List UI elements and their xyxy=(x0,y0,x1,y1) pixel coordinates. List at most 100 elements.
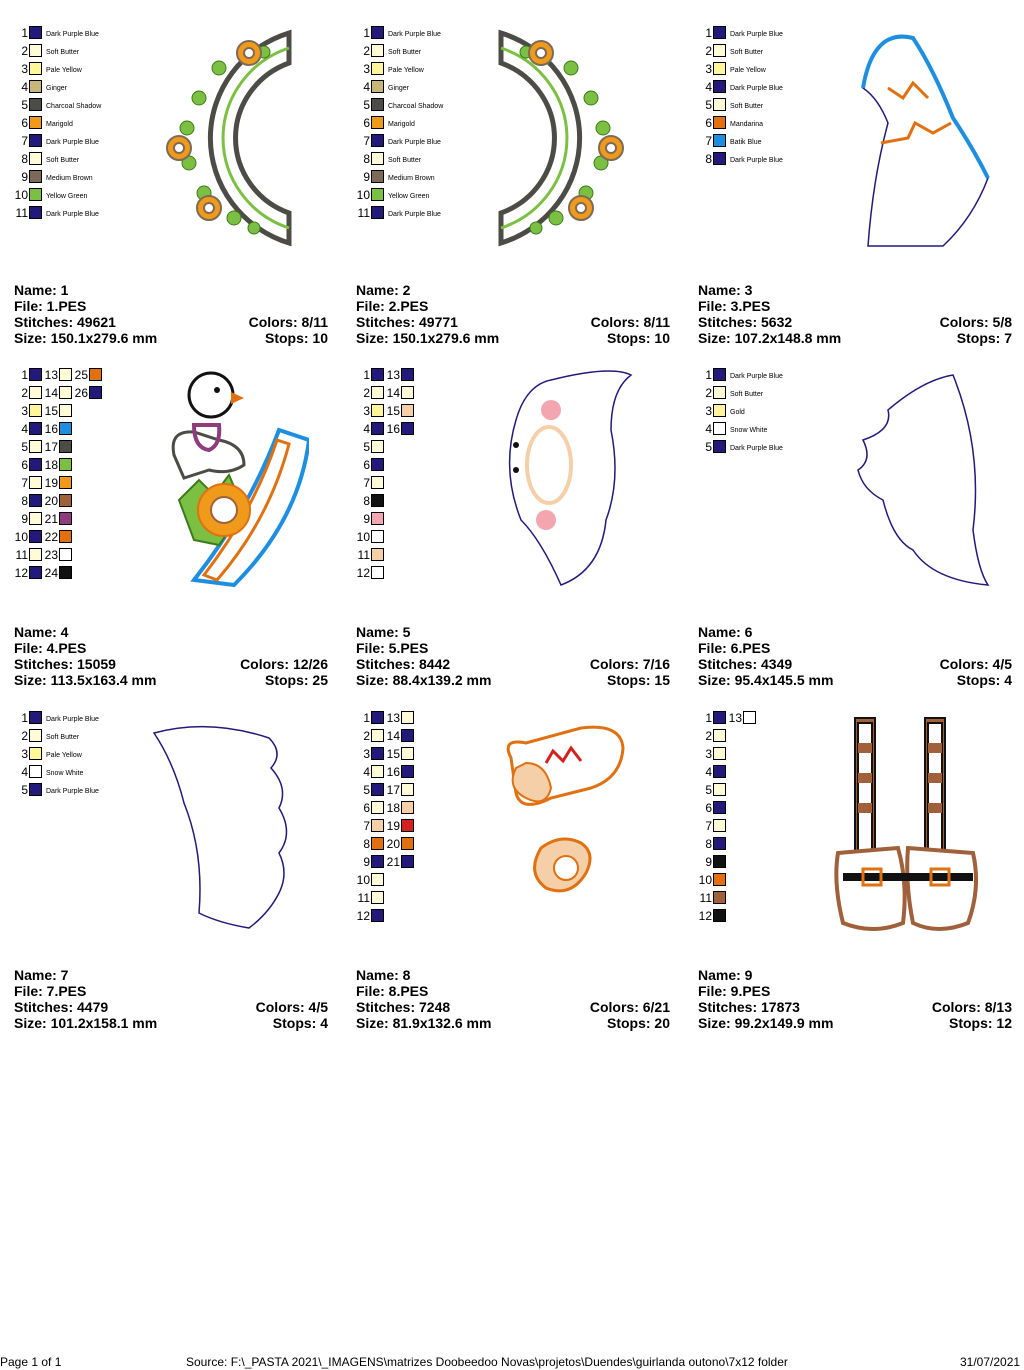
thread-number: 6 xyxy=(21,116,28,130)
design-preview-image xyxy=(149,28,299,253)
page-count: Page 1 of 1 xyxy=(0,1355,62,1369)
color-swatch xyxy=(59,494,72,507)
thread-number: 11 xyxy=(699,891,712,905)
thread-number: 8 xyxy=(21,494,28,508)
color-swatch xyxy=(59,386,72,399)
color-swatch xyxy=(713,765,726,778)
color-swatch xyxy=(29,458,42,471)
thread-entry: 10 xyxy=(356,873,384,887)
color-swatch xyxy=(29,188,42,201)
color-swatch xyxy=(371,783,384,796)
color-swatch xyxy=(371,873,384,886)
thread-number: 10 xyxy=(14,530,28,544)
color-swatch xyxy=(401,747,414,760)
color-swatch xyxy=(713,891,726,904)
thread-entry: 25 xyxy=(74,368,102,382)
thread-entry: 9 xyxy=(698,855,726,869)
color-swatch xyxy=(29,206,42,219)
design-name: Name: 8 xyxy=(356,967,411,983)
color-swatch xyxy=(371,80,384,93)
thread-entry: 20 xyxy=(386,837,414,851)
thread-entry: 4 xyxy=(14,422,42,436)
thread-entry: 1 xyxy=(356,711,384,725)
color-swatch xyxy=(743,711,756,724)
thread-name: Dark Purple Blue xyxy=(730,85,783,92)
design-name: Name: 5 xyxy=(356,624,411,640)
thread-name: Pale Yellow xyxy=(46,752,82,759)
thread-entry: 16 xyxy=(386,422,414,436)
color-swatch xyxy=(29,783,42,796)
thread-entry: 3 xyxy=(356,747,384,761)
thread-entry: 10 xyxy=(698,873,726,887)
thread-number: 2 xyxy=(705,44,712,58)
thread-entry: 10 xyxy=(14,530,42,544)
design-size: Size: 101.2x158.1 mm xyxy=(14,1015,158,1031)
thread-number: 4 xyxy=(363,80,370,94)
color-swatch xyxy=(713,819,726,832)
thread-number: 6 xyxy=(705,801,712,815)
design-file: File: 9.PES xyxy=(698,983,771,999)
color-swatch xyxy=(29,98,42,111)
thread-number: 8 xyxy=(363,837,370,851)
thread-name: Dark Purple Blue xyxy=(730,373,783,380)
thread-entry: 18 xyxy=(386,801,414,815)
color-swatch xyxy=(29,170,42,183)
thread-entry: 7 xyxy=(698,819,726,833)
thread-entry: 9 xyxy=(356,855,384,869)
color-swatch xyxy=(371,891,384,904)
thread-name: Mandarina xyxy=(730,121,764,128)
thread-entry: 11 xyxy=(356,548,384,562)
thread-number: 5 xyxy=(363,98,370,112)
thread-entry: 7 xyxy=(356,819,384,833)
thread-entry: 11 xyxy=(14,548,42,562)
thread-entry: 13 xyxy=(386,368,414,382)
thread-name: Dark Purple Blue xyxy=(388,31,441,38)
color-swatch xyxy=(371,747,384,760)
design-colors: Colors: 6/21 xyxy=(589,999,670,1015)
thread-entry: 8 xyxy=(356,494,384,508)
thread-number: 16 xyxy=(386,422,400,436)
thread-number: 10 xyxy=(698,873,712,887)
design-size: Size: 150.1x279.6 mm xyxy=(14,330,158,346)
color-swatch xyxy=(371,512,384,525)
thread-number: 4 xyxy=(21,765,28,779)
design-info: Name: 6 File: 6.PES Stitches: 4349 Color… xyxy=(698,624,1012,688)
thread-entry: 5 xyxy=(356,440,384,454)
thread-number: 12 xyxy=(356,909,370,923)
design-colors: Colors: 8/11 xyxy=(248,314,328,330)
thread-number: 6 xyxy=(705,116,712,130)
thread-entry: 19 xyxy=(386,819,414,833)
color-swatch xyxy=(713,783,726,796)
color-swatch xyxy=(713,801,726,814)
color-swatch xyxy=(29,386,42,399)
design-stitches: Stitches: 5632 xyxy=(698,314,793,330)
design-colors: Colors: 4/5 xyxy=(255,999,328,1015)
color-swatch xyxy=(371,62,384,75)
design-preview-image xyxy=(833,370,993,595)
color-swatch xyxy=(713,873,726,886)
thread-name: Charcoal Shadow xyxy=(46,103,102,110)
thread-number: 6 xyxy=(363,116,370,130)
thread-number: 23 xyxy=(44,548,58,562)
thread-number: 7 xyxy=(705,134,712,148)
color-swatch xyxy=(371,44,384,57)
thread-name: Marigold xyxy=(46,121,73,128)
design-colors: Colors: 8/13 xyxy=(931,999,1012,1015)
design-stops: Stops: 25 xyxy=(264,672,328,688)
design-colors: Colors: 4/5 xyxy=(939,656,1012,672)
thread-entry: 6 xyxy=(14,458,42,472)
design-stitches: Stitches: 49771 xyxy=(356,314,458,330)
design-preview-image xyxy=(149,370,312,595)
thread-number: 6 xyxy=(363,801,370,815)
